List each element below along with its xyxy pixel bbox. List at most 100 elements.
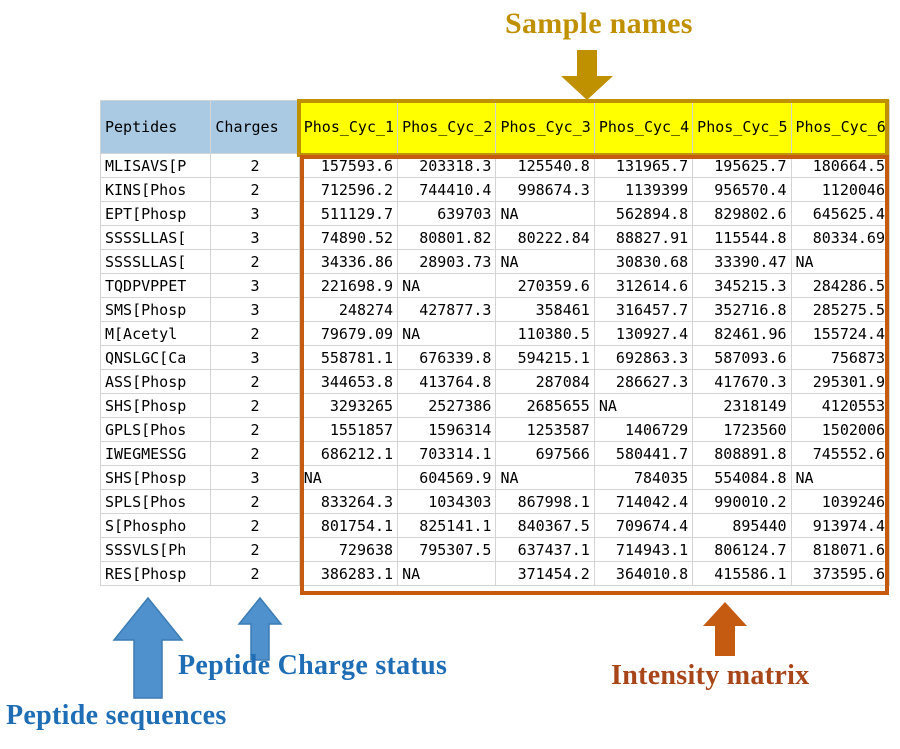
intensity-cell[interactable]: 806124.7: [692, 537, 792, 562]
column-header-charges[interactable]: Charges: [210, 100, 300, 154]
peptide-sequence-cell[interactable]: SHS[Phosp: [99, 465, 212, 490]
peptide-sequence-cell[interactable]: SSSSLLAS[: [99, 249, 212, 274]
intensity-cell[interactable]: 371454.2: [495, 561, 595, 586]
intensity-cell[interactable]: 645625.4: [790, 201, 891, 226]
intensity-cell[interactable]: 712596.2: [298, 177, 399, 202]
peptide-sequence-cell[interactable]: EPT[Phosp: [99, 201, 212, 226]
intensity-cell[interactable]: NA: [495, 465, 595, 490]
peptide-sequence-cell[interactable]: SSSSLLAS[: [99, 225, 212, 250]
intensity-cell[interactable]: 1723560: [692, 417, 792, 442]
intensity-cell[interactable]: NA: [397, 561, 497, 586]
intensity-cell[interactable]: 895440: [692, 513, 792, 538]
intensity-cell[interactable]: NA: [593, 393, 694, 418]
charge-cell[interactable]: 2: [210, 249, 300, 274]
peptide-sequence-cell[interactable]: M[Acetyl: [99, 321, 212, 346]
intensity-cell[interactable]: 562894.8: [593, 201, 694, 226]
intensity-cell[interactable]: 825141.1: [397, 513, 497, 538]
intensity-cell[interactable]: 709674.4: [593, 513, 694, 538]
intensity-cell[interactable]: 956570.4: [692, 177, 792, 202]
intensity-cell[interactable]: 1596314: [397, 417, 497, 442]
intensity-cell[interactable]: 130927.4: [593, 321, 694, 346]
intensity-cell[interactable]: 808891.8: [692, 441, 792, 466]
intensity-cell[interactable]: 270359.6: [495, 273, 595, 298]
intensity-cell[interactable]: 1551857: [298, 417, 399, 442]
intensity-cell[interactable]: 30830.68: [593, 249, 694, 274]
intensity-cell[interactable]: 344653.8: [298, 369, 399, 394]
intensity-cell[interactable]: 345215.3: [692, 273, 792, 298]
peptide-sequence-cell[interactable]: SMS[Phosp: [99, 297, 212, 322]
peptide-sequence-cell[interactable]: MLISAVS[P: [99, 153, 212, 178]
intensity-cell[interactable]: 554084.8: [692, 465, 792, 490]
intensity-cell[interactable]: 316457.7: [593, 297, 694, 322]
intensity-cell[interactable]: 131965.7: [593, 153, 694, 178]
intensity-cell[interactable]: NA: [495, 249, 595, 274]
intensity-cell[interactable]: 284286.5: [790, 273, 891, 298]
peptide-sequence-cell[interactable]: GPLS[Phos: [99, 417, 212, 442]
intensity-cell[interactable]: 4120553: [790, 393, 891, 418]
intensity-cell[interactable]: 998674.3: [495, 177, 595, 202]
peptide-sequence-cell[interactable]: TQDPVPPET: [99, 273, 212, 298]
column-header-sample-3[interactable]: Phos_Cyc_3: [495, 100, 595, 154]
intensity-cell[interactable]: 744410.4: [397, 177, 497, 202]
intensity-cell[interactable]: 784035: [593, 465, 694, 490]
intensity-cell[interactable]: 558781.1: [298, 345, 399, 370]
intensity-cell[interactable]: 286627.3: [593, 369, 694, 394]
intensity-cell[interactable]: 745552.6: [790, 441, 891, 466]
peptide-sequence-cell[interactable]: KINS[Phos: [99, 177, 212, 202]
intensity-cell[interactable]: 714943.1: [593, 537, 694, 562]
intensity-cell[interactable]: 28903.73: [397, 249, 497, 274]
intensity-cell[interactable]: 795307.5: [397, 537, 497, 562]
intensity-cell[interactable]: 413764.8: [397, 369, 497, 394]
intensity-cell[interactable]: 417670.3: [692, 369, 792, 394]
peptide-intensity-spreadsheet[interactable]: Peptides Charges Phos_Cyc_1 Phos_Cyc_2 P…: [99, 100, 891, 586]
intensity-cell[interactable]: 703314.1: [397, 441, 497, 466]
charge-cell[interactable]: 3: [210, 297, 300, 322]
intensity-cell[interactable]: 714042.4: [593, 489, 694, 514]
charge-cell[interactable]: 3: [210, 465, 300, 490]
intensity-cell[interactable]: 840367.5: [495, 513, 595, 538]
intensity-cell[interactable]: 1253587: [495, 417, 595, 442]
column-header-sample-5[interactable]: Phos_Cyc_5: [692, 100, 792, 154]
intensity-cell[interactable]: 80801.82: [397, 225, 497, 250]
intensity-cell[interactable]: 676339.8: [397, 345, 497, 370]
charge-cell[interactable]: 2: [210, 513, 300, 538]
intensity-cell[interactable]: 358461: [495, 297, 595, 322]
intensity-cell[interactable]: 1406729: [593, 417, 694, 442]
intensity-cell[interactable]: 1139399: [593, 177, 694, 202]
intensity-cell[interactable]: 2318149: [692, 393, 792, 418]
charge-cell[interactable]: 2: [210, 177, 300, 202]
charge-cell[interactable]: 2: [210, 417, 300, 442]
intensity-cell[interactable]: 125540.8: [495, 153, 595, 178]
peptide-sequence-cell[interactable]: SHS[Phosp: [99, 393, 212, 418]
charge-cell[interactable]: 3: [210, 345, 300, 370]
intensity-cell[interactable]: 1502006: [790, 417, 891, 442]
intensity-cell[interactable]: 427877.3: [397, 297, 497, 322]
intensity-cell[interactable]: 697566: [495, 441, 595, 466]
intensity-cell[interactable]: 88827.91: [593, 225, 694, 250]
intensity-cell[interactable]: 686212.1: [298, 441, 399, 466]
intensity-cell[interactable]: 74890.52: [298, 225, 399, 250]
intensity-cell[interactable]: NA: [790, 249, 891, 274]
peptide-sequence-cell[interactable]: RES[Phosp: [99, 561, 212, 586]
intensity-cell[interactable]: 415586.1: [692, 561, 792, 586]
column-header-sample-2[interactable]: Phos_Cyc_2: [397, 100, 497, 154]
intensity-cell[interactable]: 285275.5: [790, 297, 891, 322]
intensity-cell[interactable]: 195625.7: [692, 153, 792, 178]
intensity-cell[interactable]: 155724.4: [790, 321, 891, 346]
intensity-cell[interactable]: 110380.5: [495, 321, 595, 346]
intensity-cell[interactable]: 1120046: [790, 177, 891, 202]
intensity-cell[interactable]: 79679.09: [298, 321, 399, 346]
charge-cell[interactable]: 2: [210, 537, 300, 562]
intensity-cell[interactable]: 157593.6: [298, 153, 399, 178]
